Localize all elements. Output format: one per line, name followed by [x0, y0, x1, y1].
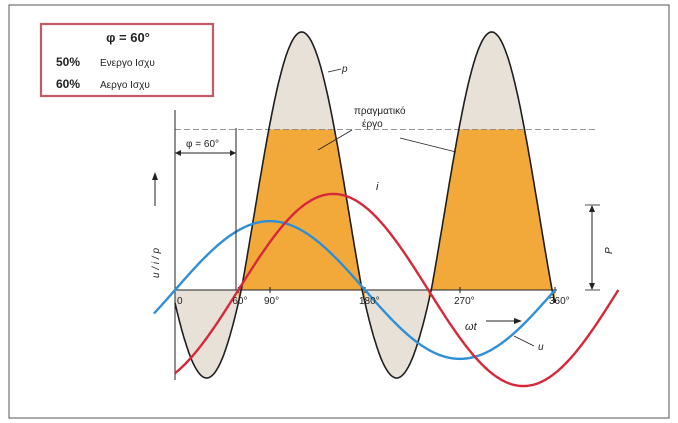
omega-axis-arrow: ωt [465, 318, 522, 333]
i-curve [174, 192, 620, 388]
real-work-label-1: πραγματικό [354, 105, 406, 117]
legend-border [39, 22, 215, 98]
phase-label: φ = 60° [186, 139, 219, 150]
average-power-marker: P [585, 204, 615, 291]
vertical-axis-label: u / i / p [151, 172, 162, 278]
p-curve [174, 31, 556, 379]
p-average-label: P [604, 247, 615, 254]
legend-title: φ = 60° [106, 30, 150, 45]
legend-row-2-text: Αεργο Ισχυ [100, 80, 150, 91]
legend-row-1-text: Ενεργο Ισχυ [100, 58, 155, 69]
pointer-line-right [399, 137, 457, 153]
tick-90: 90° [264, 296, 279, 307]
tick-180: 180° [359, 296, 380, 307]
tick-60: 60° [232, 296, 247, 307]
real-work-label-2: έργο [362, 118, 383, 130]
u-curve-label: u [538, 342, 544, 353]
pointer-line-left [317, 129, 353, 151]
i-curve-label: i [376, 181, 379, 193]
power-fill-areas [175, 32, 555, 378]
phase-bracket: φ = 60° [174, 128, 237, 290]
active-power-area-1 [428, 129, 555, 303]
u-curve [153, 219, 556, 361]
tick-270: 270° [454, 296, 475, 307]
p-curve-label: p [341, 64, 348, 75]
curves [153, 31, 620, 388]
tick-360: 360° [549, 296, 570, 307]
tick-0: 0 [177, 296, 183, 307]
active-power-area-0 [238, 129, 365, 303]
omega-label: ωt [465, 321, 478, 333]
legend-row-2-pct: 60% [56, 77, 80, 91]
outer-border [8, 4, 670, 419]
legend-row-1-pct: 50% [56, 55, 80, 69]
legend-box: φ = 60° 50% Ενεργο Ισχυ 60% Αεργο Ισχυ [39, 22, 215, 98]
x-tick-labels: 0 60° 90° 180° 270° 360° [177, 296, 570, 307]
vertical-axis-text: u / i / p [151, 248, 162, 278]
